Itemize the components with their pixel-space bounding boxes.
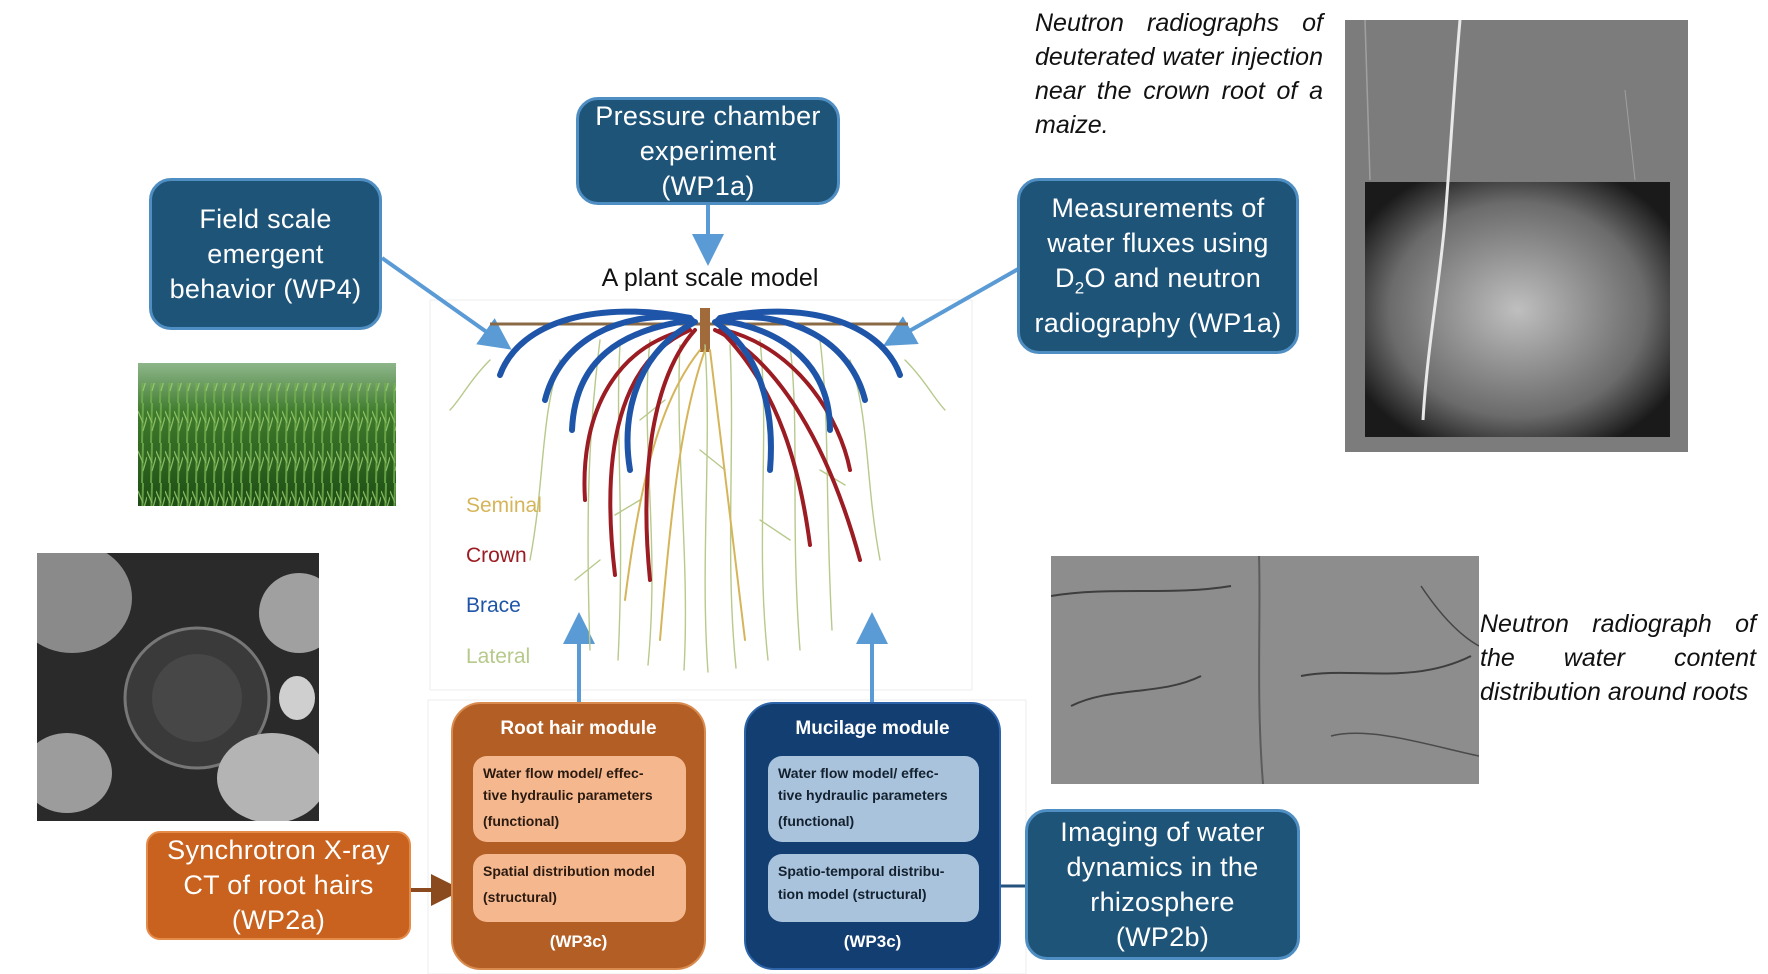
rh-sub1-l2: tive hydraulic parameters (483, 787, 653, 803)
mu-sub2-l1: Spatio-temporal distribu- (778, 863, 945, 879)
rh-sub1-l3: (functional) (483, 813, 560, 829)
xray-ct-image (37, 553, 319, 821)
measure-subscript: 2 (1074, 278, 1085, 298)
synchro-line-2: CT of root hairs (183, 870, 374, 900)
mu-sub1-l1: Water flow model/ effec- (778, 765, 939, 781)
field-scale-box: Field scale emergent behavior (WP4) (149, 178, 382, 330)
measurements-box: Measurements of water fluxes using D2O a… (1017, 178, 1299, 354)
pressure-line-1: Pressure chamber (595, 100, 821, 131)
measure-line-3: D2O and neutron (1034, 261, 1281, 305)
root-hair-title: Root hair module (500, 718, 657, 739)
synchro-line-1: Synchrotron X-ray (167, 835, 390, 865)
measure-line-2: water fluxes using (1047, 228, 1269, 259)
stem (700, 308, 710, 352)
lateral-roots (449, 339, 946, 673)
brace-roots (497, 308, 903, 473)
root-system (449, 308, 946, 673)
mu-sub1-l3: (functional) (778, 813, 855, 829)
imaging-line-4: (WP2b) (1115, 921, 1210, 952)
neutron-radiograph-top (1345, 20, 1688, 452)
mucilage-module: Mucilage module Water flow model/ effec-… (744, 702, 1001, 970)
imaging-line-2: dynamics in the (1066, 851, 1259, 882)
arrow-field (380, 256, 512, 350)
measure-line-4: radiography (WP1a) (1034, 307, 1282, 338)
imaging-box: Imaging of water dynamics in the rhizosp… (1025, 809, 1300, 960)
root-hair-module: Root hair module Water flow model/ effec… (451, 702, 706, 970)
pressure-chamber-box: Pressure chamber experiment (WP1a) (576, 97, 840, 205)
imaging-line-1: Imaging of water (1060, 816, 1265, 847)
root-hair-footer: (WP3c) (549, 932, 608, 951)
mu-sub2-l2: tion model (structural) (778, 886, 927, 902)
root-hair-structural: Spatial distribution model (structural) (473, 854, 686, 922)
mu-sub1-l2: tive hydraulic parameters (778, 787, 948, 803)
caption-mid-right: Neutron radiograph of the water content … (1480, 610, 1756, 706)
measure-line-1: Measurements of (1051, 193, 1265, 224)
mucilage-functional: Water flow model/ effec- tive hydraulic … (768, 756, 979, 842)
field-line-2: emergent (207, 238, 324, 269)
measure-rest: O and neutron (1084, 263, 1262, 294)
synchrotron-box: Synchrotron X-ray CT of root hairs (WP2a… (146, 831, 411, 940)
seminal-roots (624, 349, 746, 641)
measure-d: D (1054, 263, 1075, 294)
synchro-line-3: (WP2a) (231, 905, 326, 935)
root-hair-functional: Water flow model/ effec- tive hydraulic … (473, 756, 686, 842)
mucilage-title: Mucilage module (795, 718, 950, 739)
mucilage-structural: Spatio-temporal distribu- tion model (st… (768, 854, 979, 922)
rh-sub2-l2: (structural) (483, 889, 557, 905)
legend-brace: Brace (466, 594, 521, 617)
neutron-radiograph-roots (1051, 556, 1479, 784)
rh-sub1-l1: Water flow model/ effec- (483, 765, 644, 781)
legend-lateral: Lateral (466, 645, 531, 668)
maize-field-photo (138, 363, 396, 506)
imaging-line-3: rhizosphere (1090, 886, 1235, 917)
legend-seminal: Seminal (466, 494, 542, 517)
field-line-1: Field scale (199, 203, 332, 234)
field-line-3: behavior (WP4) (169, 273, 362, 304)
model-title: A plant scale model (601, 264, 819, 292)
rh-sub2-l1: Spatial distribution model (483, 863, 655, 879)
pressure-line-3: (WP1a) (661, 170, 755, 201)
legend-crown: Crown (466, 544, 527, 567)
caption-top-right: Neutron radiographs of deuterated water … (1035, 9, 1323, 139)
arrow-measure (883, 266, 1021, 346)
pressure-line-2: experiment (639, 135, 777, 166)
mucilage-footer: (WP3c) (843, 932, 902, 951)
